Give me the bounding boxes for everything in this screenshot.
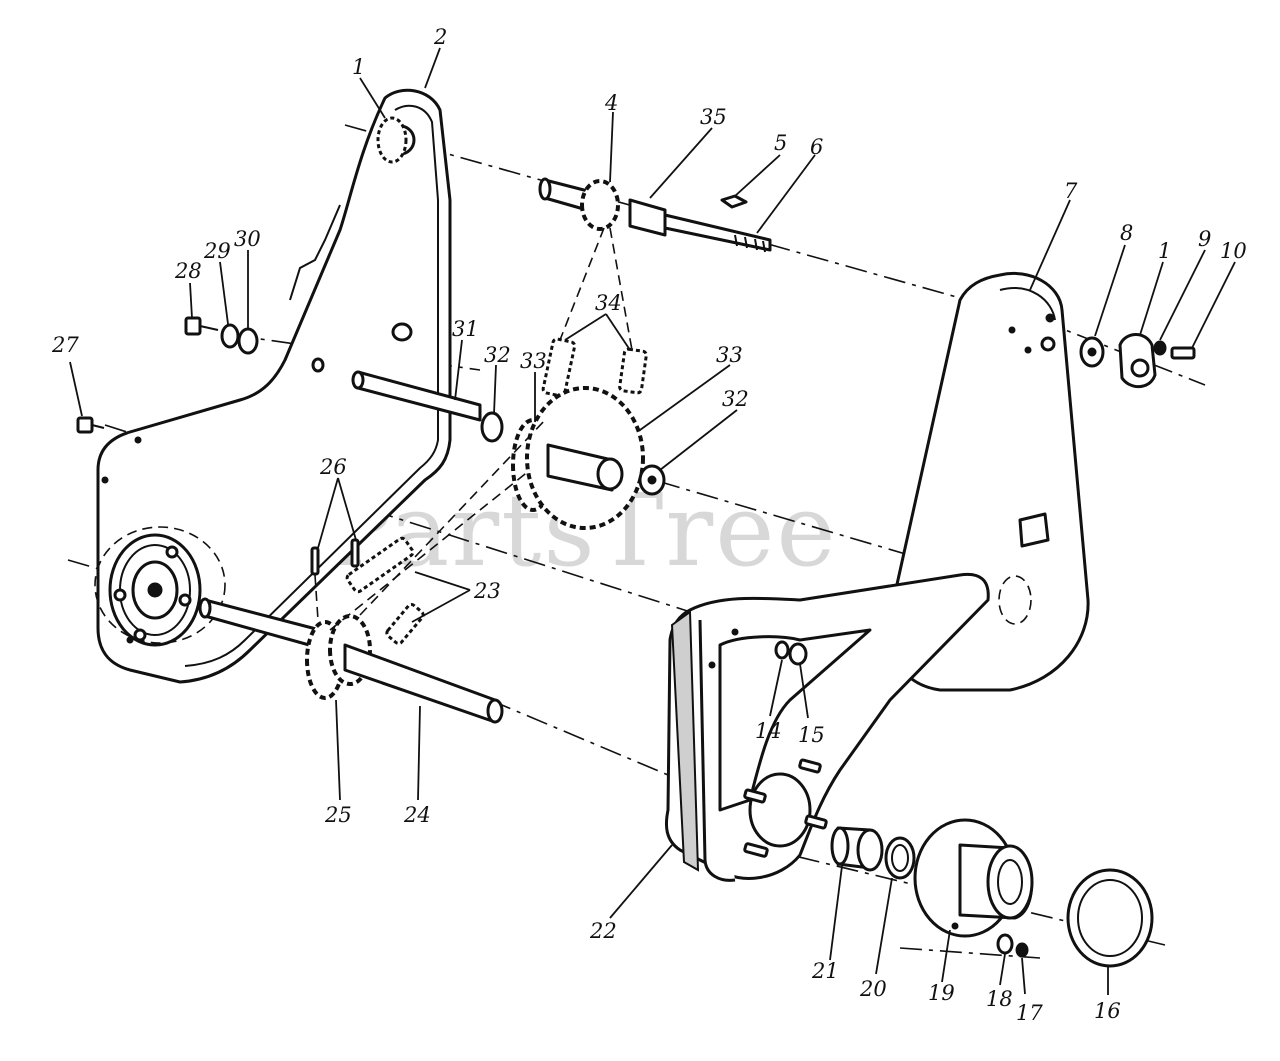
callout-20: 20 [859,977,887,1001]
callout-labels: 1 2 4 35 5 6 7 8 1 9 10 28 29 30 27 31 3… [51,25,1247,1025]
callout-29: 29 [203,239,231,263]
lower-shaft-assembly [198,419,546,724]
callout-33-right: 33 [716,343,743,367]
callout-34: 34 [595,291,622,315]
callout-25: 25 [324,803,352,827]
callout-5: 5 [774,131,787,155]
callout-21: 21 [811,959,839,983]
callout-22: 22 [589,919,617,943]
callout-19: 19 [928,981,955,1005]
bearing-upper-right [1079,333,1196,389]
callout-33: 33 [520,349,547,373]
callout-26: 26 [319,455,347,479]
callout-15: 15 [798,723,825,747]
callout-27: 27 [51,333,79,357]
callout-16: 16 [1094,999,1121,1023]
right-hub-assembly [830,818,1154,968]
callout-24: 24 [403,803,431,827]
callout-32: 32 [484,343,511,367]
gasket-strip [670,610,700,872]
callout-9: 9 [1198,227,1211,251]
callout-30: 30 [234,227,261,251]
bearing-upper-left [376,116,408,164]
callout-31: 31 [452,317,479,341]
callout-2: 2 [433,25,447,49]
callout-32-right: 32 [722,387,749,411]
callout-28: 28 [174,259,202,283]
callout-1-right: 1 [1158,239,1171,263]
left-chain-case-half [94,88,452,684]
callout-18: 18 [986,987,1013,1011]
callout-8: 8 [1120,221,1133,245]
middle-shaft-assembly [351,370,666,530]
right-chain-case-half [665,572,990,882]
callout-10: 10 [1220,239,1247,263]
callout-6: 6 [810,135,823,159]
callout-17: 17 [1016,1001,1043,1025]
callout-35: 35 [700,105,727,129]
fasteners-left [76,316,325,434]
callout-23: 23 [473,579,501,603]
upper-shaft-assembly [538,177,772,253]
drive-chains-upper [541,227,648,398]
callout-4: 4 [604,91,618,115]
callout-14: 14 [755,719,782,743]
leader-lines [69,47,1236,995]
callout-7: 7 [1064,179,1078,203]
callout-1: 1 [352,55,365,79]
